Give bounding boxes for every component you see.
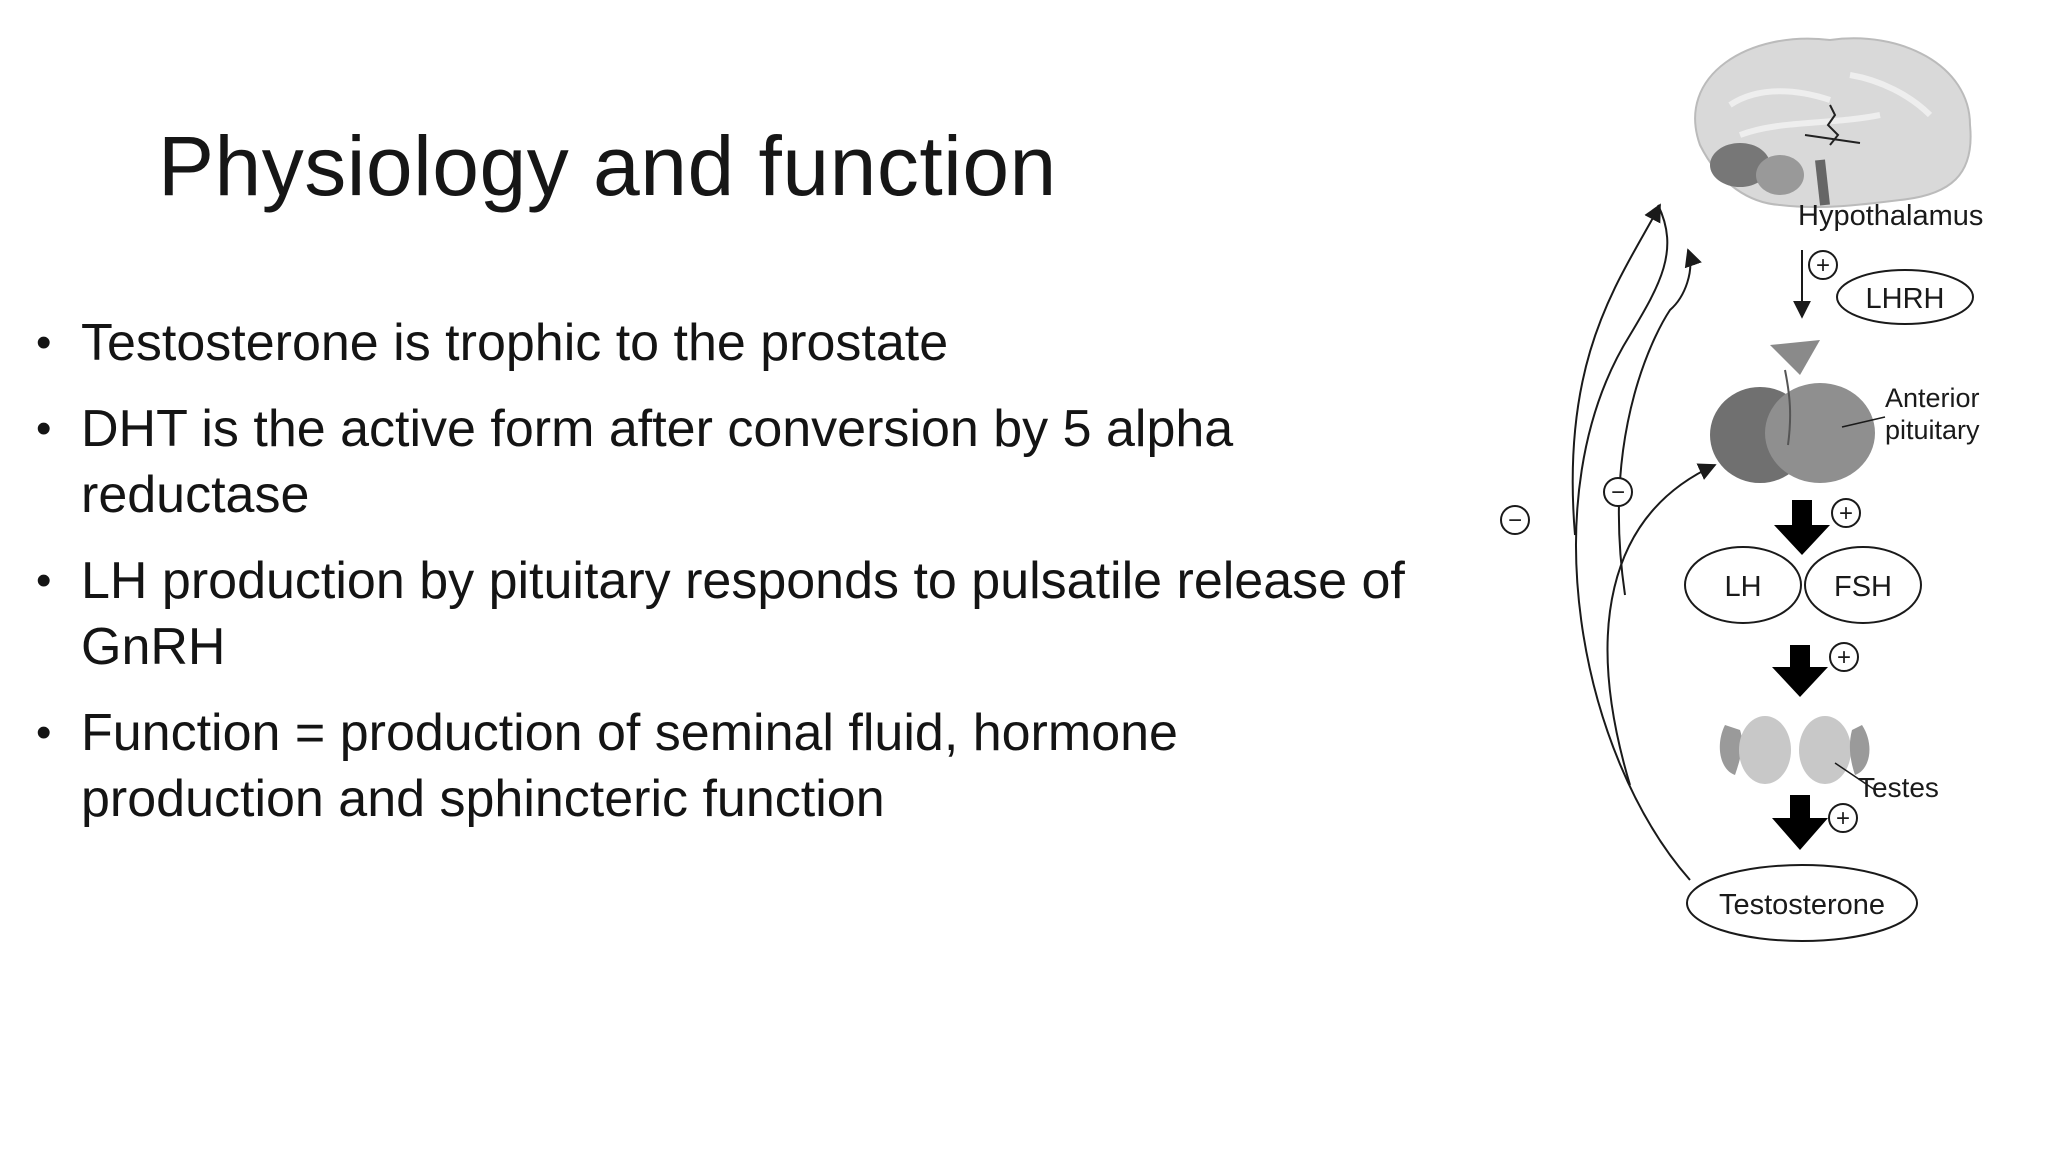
lh-label: LH: [1724, 571, 1761, 603]
svg-text:+: +: [1816, 252, 1830, 279]
bullet-text: DHT is the active form after conversion …: [81, 400, 1234, 524]
bullet-dot: •: [36, 404, 52, 453]
minus-sign-icon: −: [1500, 505, 1530, 535]
bullet-text: Function = production of seminal fluid, …: [81, 704, 1178, 828]
svg-text:+: +: [1836, 805, 1850, 832]
feedback-arrow-to-pituitary: [1606, 463, 1717, 786]
bullet-dot: •: [36, 708, 52, 757]
bullet-item: • Testosterone is trophic to the prostat…: [36, 310, 1536, 376]
plus-sign-icon: +: [1831, 498, 1861, 528]
feedback-curve: [1575, 204, 1691, 881]
lhrh-oval: [1836, 269, 1974, 325]
pituitary-icon: [1710, 340, 1875, 483]
hormone-axis-diagram: Hypothalamus + LHRH Anterior pituitary +…: [1500, 37, 1983, 942]
anterior-pituitary-label-line1: Anterior: [1885, 383, 1980, 413]
bullet-dot: •: [36, 318, 52, 367]
lh-oval: [1684, 546, 1802, 624]
plus-sign-icon: +: [1828, 803, 1858, 833]
fsh-oval: [1804, 546, 1922, 624]
slide-title: Physiology and function: [158, 119, 1057, 213]
svg-text:−: −: [1508, 507, 1522, 534]
bullet-item: • DHT is the active form after conversio…: [36, 396, 1341, 528]
svg-text:−: −: [1611, 479, 1625, 506]
bullet-item: • LH production by pituitary responds to…: [36, 548, 1561, 680]
plus-sign-icon: +: [1808, 250, 1838, 280]
hypothalamus-label: Hypothalamus: [1798, 200, 1983, 232]
pointer-line: [1834, 762, 1876, 791]
feedback-arrow-top: [1571, 203, 1661, 536]
testes-label: Testes: [1858, 772, 1939, 803]
testosterone-oval: [1686, 864, 1918, 942]
minus-sign-icon: −: [1603, 477, 1633, 507]
bold-down-arrow-icon: [1774, 500, 1830, 555]
plus-sign-icon: +: [1829, 642, 1859, 672]
testes-icon: [1719, 716, 1870, 784]
svg-text:+: +: [1837, 644, 1851, 671]
lhrh-label: LHRH: [1866, 283, 1945, 315]
bullet-item: • Function = production of seminal fluid…: [36, 700, 1341, 832]
bold-down-arrow-icon: [1772, 795, 1828, 850]
anterior-pituitary-label-line2: pituitary: [1885, 415, 1980, 445]
fsh-label: FSH: [1834, 571, 1892, 603]
bullet-list: • Testosterone is trophic to the prostat…: [36, 310, 1536, 852]
brain-icon: [1694, 37, 1972, 209]
bullet-dot: •: [36, 556, 52, 605]
testosterone-label: Testosterone: [1719, 889, 1885, 921]
pointer-line: [1841, 416, 1886, 428]
bullet-text: LH production by pituitary responds to p…: [81, 552, 1405, 676]
bold-down-arrow-icon: [1772, 645, 1828, 697]
svg-text:+: +: [1839, 500, 1853, 527]
bullet-text: Testosterone is trophic to the prostate: [81, 314, 949, 372]
